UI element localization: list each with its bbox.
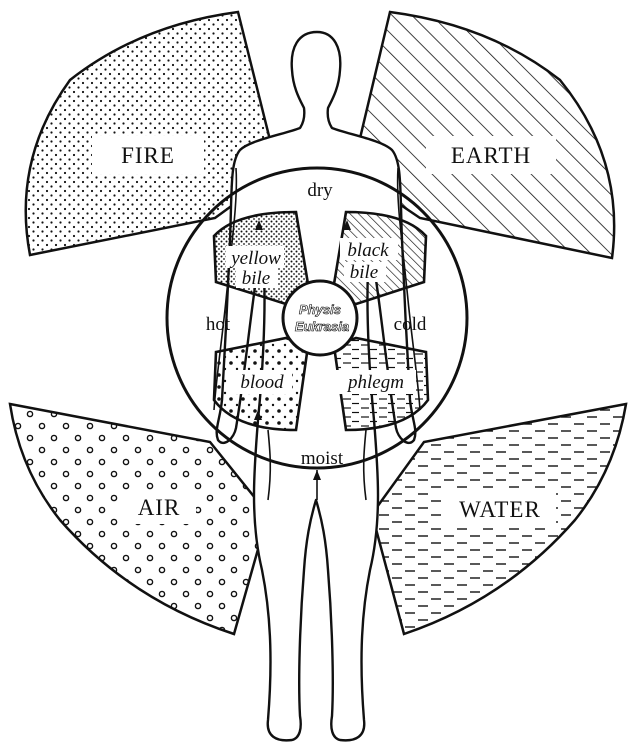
- center-disc: [283, 281, 357, 355]
- black-bile-label-line2: bile: [350, 262, 379, 283]
- cold-label: cold: [394, 314, 427, 335]
- blood-label: blood: [240, 372, 284, 393]
- yellow-bile-label-line1: yellow: [229, 248, 281, 269]
- hot-label: hot: [206, 314, 231, 335]
- phlegm-label: phlegm: [346, 372, 404, 393]
- earth-label: EARTH: [451, 143, 531, 168]
- black-bile-label-line1: black: [347, 240, 389, 261]
- center-label-line2: Eukrasia: [295, 319, 349, 334]
- center-label-line1: Physis: [299, 302, 341, 317]
- yellow-bile-label-line2: bile: [242, 268, 271, 289]
- water-label: WATER: [459, 497, 541, 522]
- fire-label: FIRE: [121, 143, 175, 168]
- dry-label: dry: [307, 180, 333, 201]
- air-label: AIR: [138, 495, 181, 520]
- moist-label: moist: [301, 448, 344, 469]
